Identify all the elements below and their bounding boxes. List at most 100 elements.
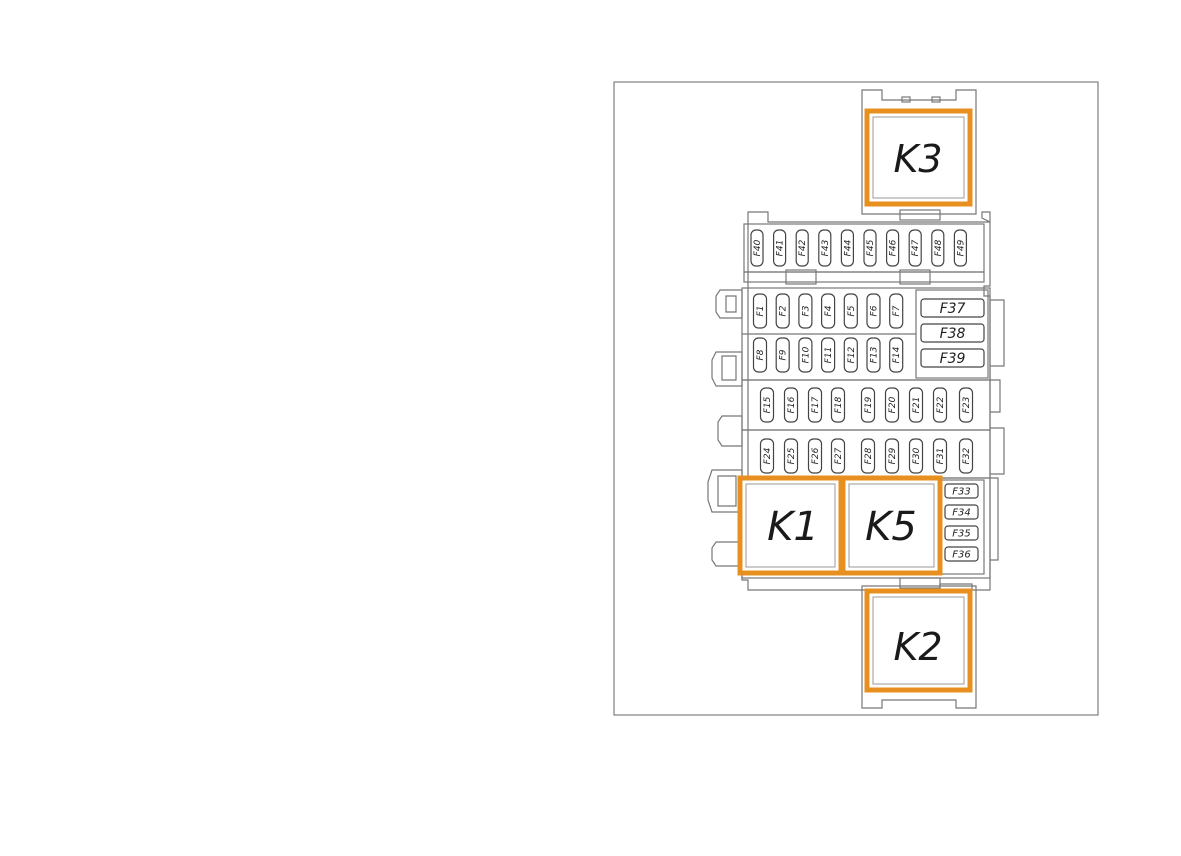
- fuse-f27[interactable]: F27: [830, 438, 846, 474]
- fuse-f37[interactable]: F37: [920, 298, 985, 318]
- fuse-label: F17: [811, 396, 821, 413]
- fuse-f28[interactable]: F28: [860, 438, 876, 474]
- fuse-f39[interactable]: F39: [920, 348, 985, 368]
- relay-k2-label: K2: [893, 625, 942, 669]
- fuse-f17[interactable]: F17: [807, 387, 823, 423]
- fuse-label: F19: [864, 396, 874, 413]
- fuse-label: F10: [801, 346, 811, 363]
- fuse-f11[interactable]: F11: [820, 337, 836, 373]
- fuse-f21[interactable]: F21: [908, 387, 924, 423]
- fuse-label: F44: [843, 239, 853, 256]
- fuse-label: F27: [834, 447, 844, 464]
- fuse-label: F7: [892, 305, 902, 316]
- fuse-label: F12: [847, 346, 857, 363]
- fuse-label: F30: [912, 447, 922, 464]
- fuse-label: F20: [888, 396, 898, 413]
- relay-k3[interactable]: K3: [864, 108, 973, 207]
- fuse-label: F15: [763, 396, 773, 413]
- fuse-f47[interactable]: F47: [908, 229, 922, 267]
- fuse-f33[interactable]: F33: [944, 483, 979, 499]
- fuse-f2[interactable]: F2: [775, 293, 790, 329]
- fuse-f19[interactable]: F19: [860, 387, 876, 423]
- relay-k5-label: K5: [865, 504, 917, 550]
- fuse-f23[interactable]: F23: [958, 387, 974, 423]
- fuse-f34[interactable]: F34: [944, 504, 979, 520]
- fuse-label: F24: [763, 447, 773, 464]
- fuse-label: F38: [940, 326, 966, 342]
- fuse-f4[interactable]: F4: [820, 293, 836, 329]
- fuse-label: F47: [911, 239, 921, 256]
- fuse-label: F11: [824, 347, 834, 364]
- fuse-f42[interactable]: F42: [795, 229, 809, 267]
- fuse-label: F36: [952, 550, 970, 561]
- fuse-label: F18: [834, 396, 844, 413]
- fuse-label: F13: [870, 346, 880, 363]
- fuse-f32[interactable]: F32: [958, 438, 974, 474]
- fuse-f15[interactable]: F15: [759, 387, 775, 423]
- fuse-label: F26: [811, 447, 821, 464]
- fuse-f5[interactable]: F5: [843, 293, 858, 329]
- fuse-label: F46: [889, 239, 899, 256]
- fuse-f31[interactable]: F31: [932, 438, 948, 474]
- relay-k5[interactable]: K5: [840, 475, 943, 576]
- fuse-f9[interactable]: F9: [775, 337, 790, 373]
- fuse-f36[interactable]: F36: [944, 546, 979, 562]
- relay-k2[interactable]: K2: [864, 588, 973, 693]
- fuse-label: F39: [940, 351, 966, 367]
- relay-k1-label: K1: [767, 504, 819, 550]
- fuse-label: F14: [892, 346, 902, 363]
- fuse-f10[interactable]: F10: [798, 337, 813, 373]
- fuse-label: F35: [952, 529, 970, 540]
- fuse-f12[interactable]: F12: [843, 337, 858, 373]
- fuse-label: F2: [779, 305, 789, 316]
- fuse-f24[interactable]: F24: [759, 438, 775, 474]
- fuse-label: F49: [956, 239, 966, 256]
- fuse-f40[interactable]: F40: [750, 229, 764, 267]
- relay-k3-label: K3: [893, 137, 942, 181]
- fuse-label: F43: [821, 239, 831, 256]
- fuse-f45[interactable]: F45: [863, 229, 877, 267]
- fuse-label: F21: [912, 397, 922, 414]
- fuse-f48[interactable]: F48: [931, 229, 945, 267]
- fuse-f43[interactable]: F43: [818, 229, 832, 267]
- fuse-f1[interactable]: F1: [752, 293, 768, 329]
- fuse-label: F45: [866, 239, 876, 256]
- fuse-f26[interactable]: F26: [807, 438, 823, 474]
- fuse-label: F33: [952, 487, 970, 498]
- fuse-f13[interactable]: F13: [866, 337, 881, 373]
- fuse-f44[interactable]: F44: [840, 229, 855, 267]
- fuse-f6[interactable]: F6: [866, 293, 881, 329]
- fuse-label: F5: [847, 305, 857, 316]
- fuse-f25[interactable]: F25: [783, 438, 799, 474]
- fuse-f46[interactable]: F46: [885, 229, 900, 267]
- fuse-f22[interactable]: F22: [932, 387, 948, 423]
- fuse-f49[interactable]: F49: [953, 229, 968, 267]
- fuse-f18[interactable]: F18: [830, 387, 846, 423]
- fuse-label: F37: [940, 301, 966, 317]
- fuse-f29[interactable]: F29: [884, 438, 900, 474]
- fuse-label: F23: [962, 396, 972, 413]
- relay-k1[interactable]: K1: [737, 475, 844, 576]
- fuse-f30[interactable]: F30: [908, 438, 924, 474]
- fuse-label: F1: [756, 306, 766, 317]
- fuse-label: F41: [776, 240, 786, 257]
- fuse-label: F28: [864, 447, 874, 464]
- fuse-f8[interactable]: F8: [752, 337, 768, 373]
- fuse-f3[interactable]: F3: [798, 293, 813, 329]
- fuse-label: F9: [779, 349, 789, 360]
- fuse-f7[interactable]: F7: [889, 293, 904, 329]
- fuse-f14[interactable]: F14: [889, 337, 904, 373]
- fuse-f41[interactable]: F41: [772, 229, 787, 267]
- fuse-f38[interactable]: F38: [920, 323, 985, 343]
- fuse-label: F40: [753, 239, 763, 256]
- fuse-f16[interactable]: F16: [783, 387, 799, 423]
- fuse-label: F29: [888, 447, 898, 464]
- fuse-label: F4: [824, 305, 834, 316]
- fuse-f35[interactable]: F35: [944, 525, 979, 541]
- fuse-label: F6: [870, 305, 880, 316]
- fuse-label: F3: [801, 305, 811, 316]
- fuse-f20[interactable]: F20: [884, 387, 900, 423]
